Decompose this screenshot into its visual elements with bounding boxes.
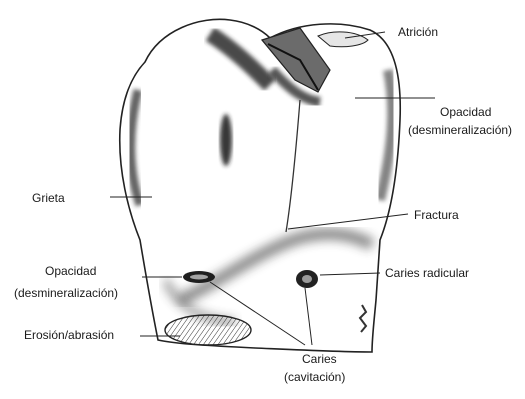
label-erosion: Erosión/abrasión: [24, 328, 114, 342]
label-opacity-bottom-2: (desmineralización): [14, 286, 118, 300]
label-attrition: Atrición: [398, 25, 438, 39]
label-opacity-top-1: Opacidad: [440, 105, 491, 119]
label-root-caries: Caries radicular: [385, 266, 469, 280]
label-opacity-bottom-1: Opacidad: [45, 264, 96, 278]
label-opacity-top-2: (desmineralización): [408, 123, 512, 137]
opacity-spot-inner: [190, 275, 208, 280]
label-fracture: Fractura: [414, 208, 459, 222]
label-crack: Grieta: [32, 191, 65, 205]
crack-shade: [220, 114, 232, 166]
erosion-lesion: [165, 315, 251, 345]
label-caries-1: Caries: [302, 352, 337, 366]
root-caries-inner: [302, 275, 312, 283]
label-caries-2: (cavitación): [284, 370, 345, 384]
